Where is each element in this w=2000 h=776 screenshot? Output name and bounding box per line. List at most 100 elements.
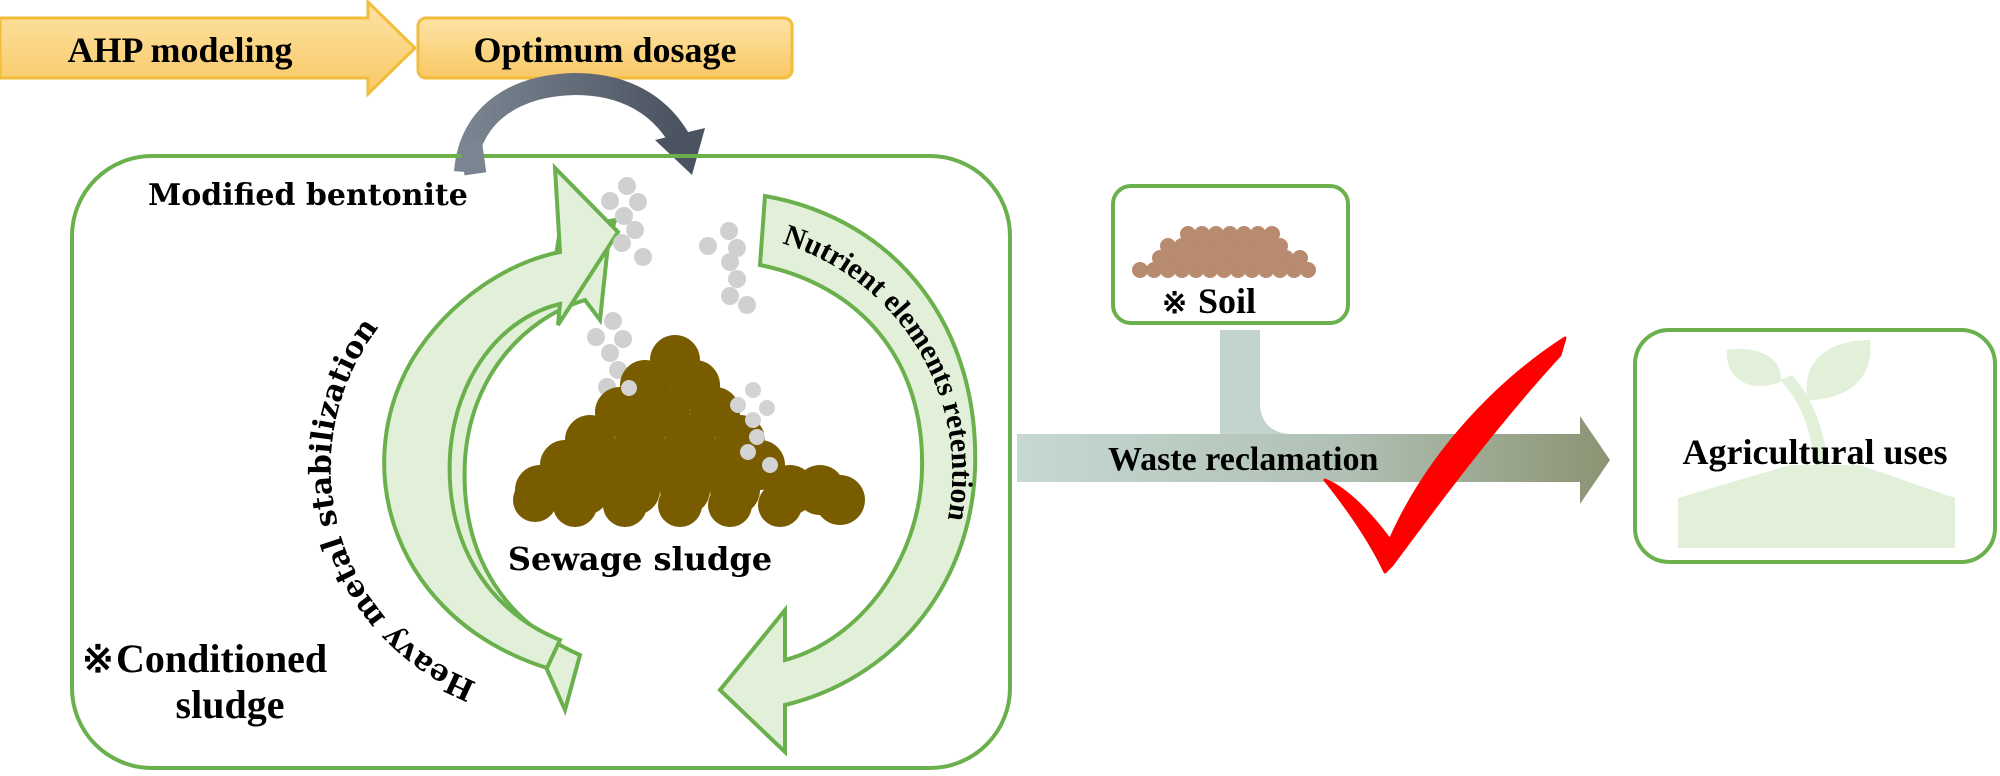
- soil-granule: [1216, 262, 1232, 278]
- chevron-arrow-shape: [0, 0, 418, 98]
- soil-granule: [1264, 226, 1280, 242]
- bentonite-particle: [745, 412, 761, 428]
- sludge-label: sludge: [176, 682, 285, 727]
- sewage-sludge-pile: [513, 335, 865, 527]
- soil-pile-icon: [1132, 226, 1316, 278]
- bentonite-particle: [618, 177, 636, 195]
- soil-granule: [1222, 250, 1238, 266]
- bentonite-particle: [740, 444, 756, 460]
- soil-granule: [1180, 250, 1196, 266]
- soil-granule: [1216, 238, 1232, 254]
- bentonite-particle: [720, 222, 738, 240]
- checkmark-icon: [1323, 336, 1567, 574]
- bentonite-particle: [614, 330, 632, 348]
- soil-granule: [1272, 262, 1288, 278]
- sludge-granule: [553, 483, 597, 527]
- sludge-granule: [795, 465, 845, 515]
- bentonite-particle: [721, 253, 739, 271]
- bentonite-particle: [738, 296, 756, 314]
- bentonite-particle: [721, 287, 739, 305]
- soil-granule: [1166, 250, 1182, 266]
- waste-reclamation-arrow: Waste reclamation: [1017, 330, 1610, 504]
- cycle-arrow-body: [382, 162, 621, 671]
- soil-granule: [1300, 262, 1316, 278]
- soil-granule: [1160, 262, 1176, 278]
- soil-granule: [1222, 226, 1238, 242]
- soil-granule: [1230, 238, 1246, 254]
- bentonite-particle: [621, 380, 637, 396]
- bentonite-particle: [728, 239, 746, 257]
- soil-granule: [1152, 250, 1168, 266]
- soil-granule: [1208, 226, 1224, 242]
- bentonite-particle: [615, 207, 633, 225]
- soil-granule: [1264, 250, 1280, 266]
- soil-granule: [1194, 250, 1210, 266]
- note-mark-icon: ※: [82, 639, 114, 681]
- sludge-granule: [513, 478, 557, 522]
- bentonite-particle: [629, 193, 647, 211]
- soil-granule: [1180, 226, 1196, 242]
- bentonite-particle: [613, 234, 631, 252]
- agricultural-uses-label: Agricultural uses: [1683, 432, 1948, 472]
- bentonite-particle: [634, 248, 652, 266]
- sprout-icon: [1678, 340, 1955, 548]
- soil-label: Soil: [1198, 281, 1256, 321]
- soil-granule: [1250, 250, 1266, 266]
- bentonite-particle: [699, 237, 717, 255]
- soil-granule: [1202, 238, 1218, 254]
- soil-granule: [1250, 226, 1266, 242]
- bentonite-particles: [587, 177, 756, 396]
- bentonite-particle: [601, 344, 619, 362]
- bentonite-particle: [587, 328, 605, 346]
- soil-granule: [1202, 262, 1218, 278]
- soil-granule: [1258, 262, 1274, 278]
- sludge-granule: [603, 483, 647, 527]
- curved-arrow-head: [655, 128, 705, 175]
- box-border: [70, 154, 1012, 770]
- soil-granule: [1208, 250, 1224, 266]
- conditioned-label: Conditioned: [116, 636, 327, 681]
- cycle-arrow-body: [717, 193, 978, 757]
- bentonite-particle: [728, 270, 746, 288]
- bentonite-particle: [626, 221, 644, 239]
- agricultural-uses-box: Agricultural uses: [1633, 328, 1997, 564]
- arrow-tail: [459, 138, 487, 176]
- stem-shape: [1780, 375, 1828, 470]
- step-ahp-modeling: AHP modeling: [0, 0, 418, 98]
- right-leaf-shape: [1806, 340, 1871, 400]
- soil-granule: [1236, 226, 1252, 242]
- step-ahp-label: AHP modeling: [67, 30, 292, 70]
- soil-granule: [1146, 262, 1162, 278]
- soil-connector: [1220, 330, 1290, 434]
- soil-granule: [1272, 238, 1288, 254]
- process-flow: AHP modeling Optimum dosage: [0, 0, 794, 98]
- soil-granule: [1286, 262, 1302, 278]
- soil-granule: [1244, 262, 1260, 278]
- soil-granule: [1174, 238, 1190, 254]
- left-leaf-shape: [1726, 349, 1781, 387]
- soil-granule: [1188, 238, 1204, 254]
- soil-granule: [1236, 250, 1252, 266]
- soil-note-mark-icon: ※: [1162, 287, 1187, 320]
- soil-granule: [1188, 262, 1204, 278]
- sludge-granule: [758, 483, 802, 527]
- bentonite-particle: [759, 400, 775, 416]
- soil-granule: [1244, 238, 1260, 254]
- conditioned-sludge-box: Modified bentonite Heavy metal stabiliza…: [70, 138, 1012, 770]
- bentonite-particle: [604, 312, 622, 330]
- bentonite-particle: [745, 382, 761, 398]
- soil-granule: [1278, 250, 1294, 266]
- curved-arrow-body: [454, 72, 690, 174]
- bentonite-particle: [762, 457, 778, 473]
- bentonite-particles-on-pile: [621, 380, 778, 473]
- soil-box: ※ Soil: [1111, 184, 1350, 325]
- modified-bentonite-label: Modified bentonite: [148, 178, 468, 213]
- soil-granule: [1292, 250, 1308, 266]
- sewage-sludge-label: Sewage sludge: [508, 540, 772, 578]
- soil-granule: [1174, 262, 1190, 278]
- soil-granule: [1230, 262, 1246, 278]
- soil-granule: [1194, 226, 1210, 242]
- soil-granule: [1258, 238, 1274, 254]
- ground-shape: [1678, 465, 1955, 548]
